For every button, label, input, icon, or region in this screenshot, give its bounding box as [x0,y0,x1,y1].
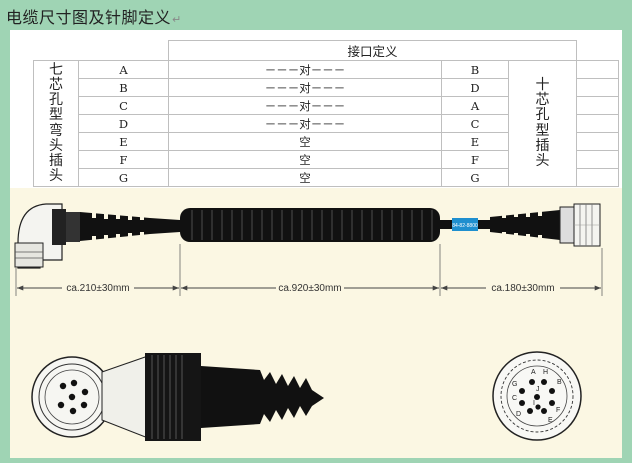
pin-label: B [557,379,562,386]
pin-label: D [516,411,521,418]
pin-mapping: －－－对－－－ [168,60,442,79]
left-pin: G [78,168,169,187]
right-connector-label: 十芯孔型插头 [508,60,577,187]
left-connector-label: 七芯孔型弯头插头 [33,60,79,187]
pin-label: G [512,381,517,388]
pin-label: I [533,400,535,407]
dimension-label-right: ca.180±30mm [491,283,554,294]
coil-ridges [191,210,433,240]
left-connector-face [31,355,149,439]
cable-tag-text: 84-82-8800 [452,223,478,229]
right-connector-face: A H B G J F C E D I [492,351,582,441]
left-strain-relief [80,212,180,242]
left-elbow-connector [14,203,80,269]
pin-definition-table: 接口定义 七芯孔型弯头插头 A －－－对－－－ B 十芯孔型插头 B－－－对－－… [33,40,619,187]
right-straight-connector [559,203,601,247]
left-connector-side [145,353,324,441]
pin-label: F [556,407,560,414]
cable-tag [452,218,478,231]
right-strain-relief [490,210,560,241]
extension-lines [15,244,603,296]
pin-label: C [512,395,517,402]
dimension-label-middle: ca.920±30mm [278,283,341,294]
pin-label: J [536,386,540,393]
dimension-label-left: ca.210±30mm [66,283,129,294]
pin-mapping: 空 [168,168,442,187]
pin-label: E [548,417,553,424]
pin-label: H [543,369,548,376]
pin-label: A [531,369,536,376]
page-title: 电缆尺寸图及针脚定义↵ [6,8,182,27]
right-pin: G [441,168,509,187]
coiled-cable [180,208,440,242]
pin-mapping: －－－对－－－ [168,96,442,115]
